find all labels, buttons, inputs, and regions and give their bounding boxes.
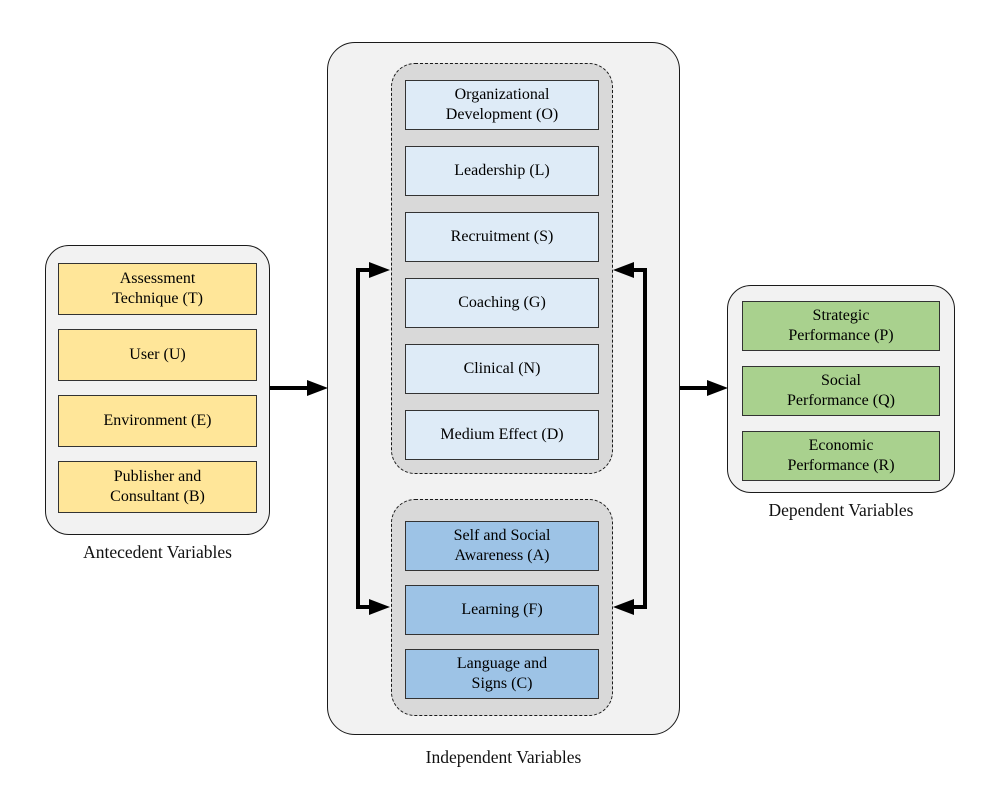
- box-economic-performance: Economic Performance (R): [742, 431, 940, 481]
- group-independent-variables: Organizational Development (O) Leadershi…: [327, 42, 680, 735]
- box-clinical: Clinical (N): [405, 344, 599, 394]
- box-organizational-development-label: Organizational Development (O): [445, 85, 559, 123]
- box-recruitment-label: Recruitment (S): [450, 227, 554, 245]
- label-independent-variables: Independent Variables: [425, 747, 582, 767]
- box-user-label: User (U): [129, 345, 186, 363]
- cluster-independent-lower: Self and Social Awareness (A) Learning (…: [391, 499, 613, 716]
- box-social-performance: Social Performance (Q): [742, 366, 940, 416]
- arrow-independent-to-dependent: [680, 380, 728, 396]
- box-strategic-performance-label: Strategic Performance (P): [788, 306, 894, 344]
- box-medium-effect: Medium Effect (D): [405, 410, 599, 460]
- box-leadership: Leadership (L): [405, 146, 599, 196]
- cluster-independent-upper: Organizational Development (O) Leadershi…: [391, 63, 613, 474]
- box-strategic-performance: Strategic Performance (P): [742, 301, 940, 351]
- box-self-social-awareness: Self and Social Awareness (A): [405, 521, 599, 571]
- box-environment: Environment (E): [58, 395, 257, 447]
- box-publisher-consultant: Publisher and Consultant (B): [58, 461, 257, 513]
- box-assessment-technique: Assessment Technique (T): [58, 263, 257, 315]
- box-learning: Learning (F): [405, 585, 599, 635]
- box-language-signs: Language and Signs (C): [405, 649, 599, 699]
- label-dependent-variables: Dependent Variables: [768, 500, 914, 520]
- box-medium-effect-label: Medium Effect (D): [440, 425, 564, 443]
- group-antecedent-variables: Assessment Technique (T) User (U) Enviro…: [45, 245, 270, 535]
- label-antecedent-variables: Antecedent Variables: [83, 542, 232, 562]
- box-coaching: Coaching (G): [405, 278, 599, 328]
- box-clinical-label: Clinical (N): [463, 359, 541, 377]
- box-assessment-technique-label: Assessment Technique (T): [112, 269, 203, 307]
- box-economic-performance-label: Economic Performance (R): [787, 436, 895, 474]
- box-language-signs-label: Language and Signs (C): [456, 654, 548, 692]
- box-organizational-development: Organizational Development (O): [405, 80, 599, 130]
- box-self-social-awareness-label: Self and Social Awareness (A): [453, 526, 551, 564]
- box-environment-label: Environment (E): [103, 411, 212, 429]
- arrow-antecedent-to-independent: [270, 380, 328, 396]
- box-coaching-label: Coaching (G): [458, 293, 546, 311]
- box-recruitment: Recruitment (S): [405, 212, 599, 262]
- box-learning-label: Learning (F): [461, 600, 543, 618]
- box-social-performance-label: Social Performance (Q): [787, 371, 895, 409]
- box-leadership-label: Leadership (L): [454, 161, 550, 179]
- group-dependent-variables: Strategic Performance (P) Social Perform…: [727, 285, 955, 493]
- box-publisher-consultant-label: Publisher and Consultant (B): [110, 467, 205, 505]
- box-user: User (U): [58, 329, 257, 381]
